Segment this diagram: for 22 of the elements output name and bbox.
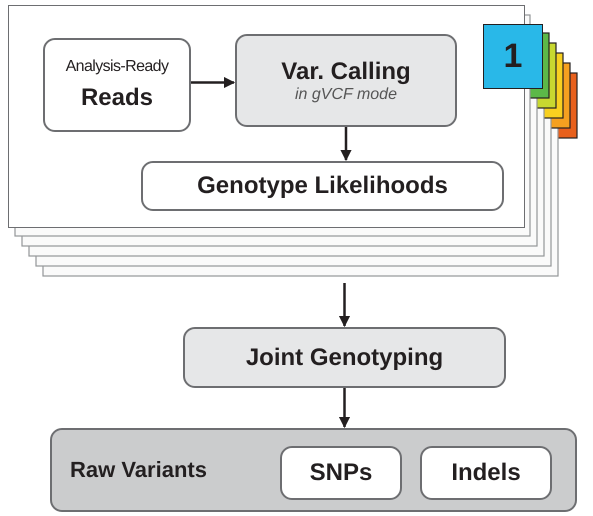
arrow [338,283,350,328]
process-box [235,34,457,127]
process-box [280,446,402,500]
arrow [340,127,352,162]
result-box [50,428,577,512]
node-label: Var. Calling [281,58,411,86]
node-label: Raw Variants [70,457,207,483]
process-box [420,446,552,500]
arrow [191,76,236,88]
node-label: 1 [504,37,522,76]
node-label: Reads [80,84,154,112]
node-label: Genotype Likelihoods [197,172,448,200]
node-label: SNPs [310,459,372,487]
process-box [141,161,504,211]
process-box [43,38,191,132]
node-label: in gVCF mode [295,86,397,104]
node-label: Analysis-Ready [66,58,168,76]
process-box [183,327,506,388]
node-label: Indels [451,459,521,487]
node-label: Joint Genotyping [246,344,444,372]
arrow [338,388,350,428]
number-tab [483,24,543,89]
